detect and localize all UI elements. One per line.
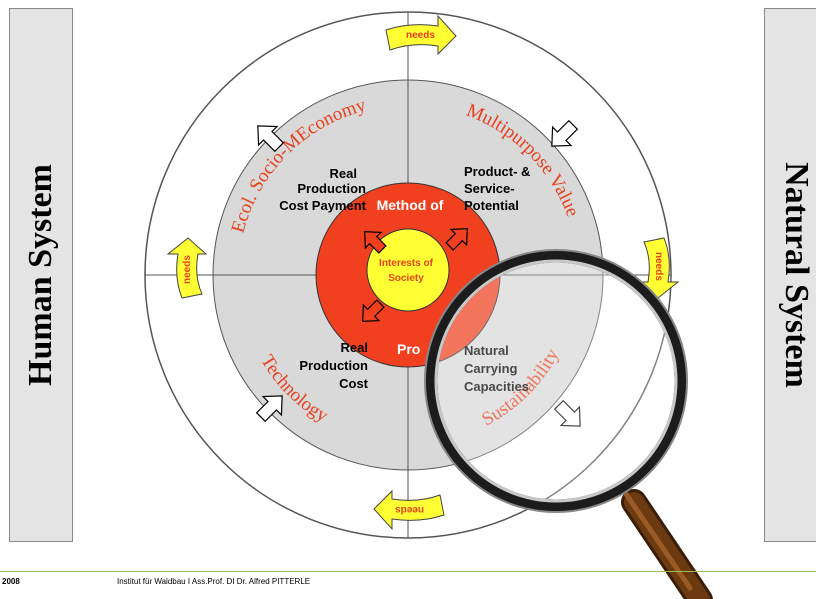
- arrow-icon-top-right: [551, 119, 579, 147]
- quadrant-bottom-left-line-1: Real: [341, 340, 368, 355]
- svg-text:needs: needs: [406, 30, 435, 41]
- quadrant-bottom-right-line-3: Capacities: [464, 379, 529, 394]
- natural-system-panel: Natural System: [764, 8, 816, 542]
- quadrant-bottom-left-line-3: Cost: [339, 376, 369, 391]
- red-circle-top-label: Method of: [377, 197, 444, 213]
- red-circle-bottom-label: Pro: [397, 341, 420, 357]
- quadrant-top-left-line-1: Real: [330, 166, 357, 181]
- magnifier-icon: [424, 249, 713, 599]
- svg-text:needs: needs: [653, 252, 664, 281]
- needs-arrow-top: needs: [385, 14, 457, 56]
- center-label-line-2: Society: [388, 273, 424, 284]
- center-circle: [366, 228, 450, 312]
- quadrant-top-right-line-1: Product- &: [464, 164, 530, 179]
- arrow-icon-red-top-left: [364, 231, 387, 254]
- center-label-line-1: Interests of: [379, 258, 434, 269]
- arrow-icon-red-top-right: [445, 228, 468, 251]
- quadrant-top-left-line-3: Cost Payment: [279, 198, 366, 213]
- arrow-icon-bottom-right: [553, 399, 581, 427]
- footer-divider: [0, 571, 816, 572]
- human-system-panel: Human System: [9, 8, 73, 542]
- needs-arrow-bottom: needs: [373, 489, 445, 531]
- svg-text:needs: needs: [395, 504, 424, 515]
- quadrant-top-right-line-3: Potential: [464, 198, 519, 213]
- footer-year: 2008: [2, 577, 20, 586]
- quadrant-top-right-line-2: Service-: [464, 181, 515, 196]
- footer-institute: Institut für Waldbau I Ass.Prof. DI Dr. …: [117, 577, 311, 586]
- arrow-icon-red-bottom-left: [362, 299, 385, 322]
- quadrant-bottom-right-line-1: Natural: [464, 343, 509, 358]
- needs-arrow-left: needs: [166, 237, 208, 299]
- arrow-icon-top-left: [257, 125, 285, 153]
- arrow-icon-bottom-left: [255, 395, 283, 423]
- svg-text:needs: needs: [182, 255, 193, 284]
- quadrant-top-left-line-2: Production: [297, 181, 366, 196]
- quadrant-bottom-right-line-2: Carrying: [464, 361, 518, 376]
- quadrant-bottom-left-line-2: Production: [299, 358, 368, 373]
